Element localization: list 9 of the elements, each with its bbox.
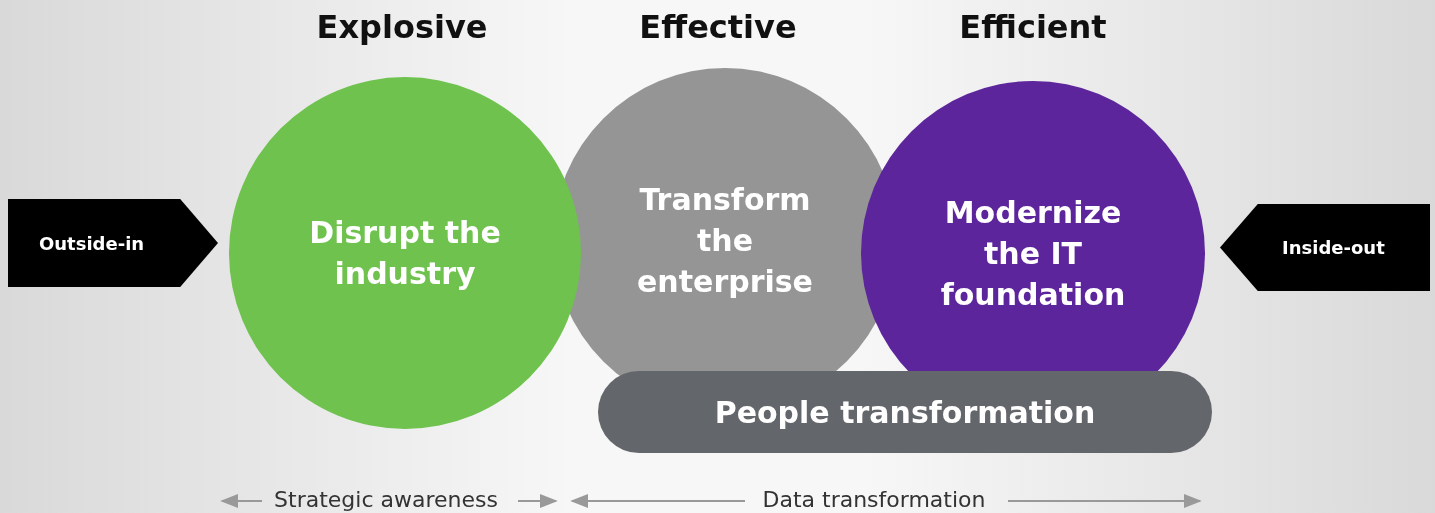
- circle-label: Disrupt the industry: [308, 214, 502, 293]
- circle-label: Transform the enterprise: [636, 180, 814, 301]
- column-heading: Effective: [638, 8, 798, 46]
- span-label: Data transformation: [762, 487, 986, 512]
- column-heading: Explosive: [315, 8, 489, 46]
- span-label: Strategic awareness: [274, 487, 498, 512]
- rounded-banner: People transformation: [598, 371, 1212, 453]
- column-heading: Efficient: [958, 8, 1108, 46]
- circle-label: Modernize the IT foundation: [939, 193, 1127, 314]
